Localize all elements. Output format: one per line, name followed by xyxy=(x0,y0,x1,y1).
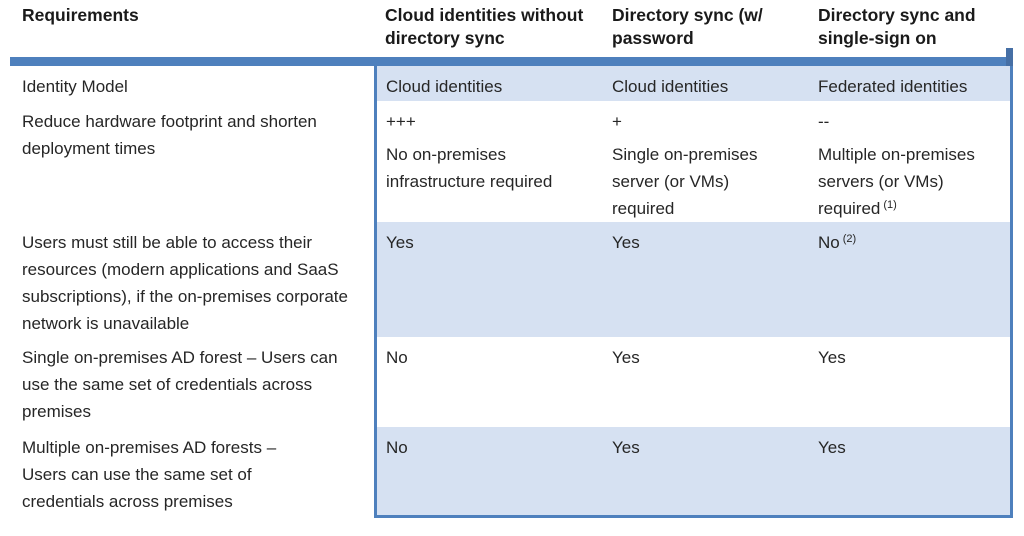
cell-hardware-col3: -- Multiple on-premises servers (or VMs)… xyxy=(808,101,1010,222)
table-body: Identity Model Reduce hardware footprint… xyxy=(10,66,1013,518)
header-divider-bar xyxy=(10,57,1013,66)
cell-hardware-col1-text: No on-premises infrastructure required xyxy=(386,145,553,191)
cell-offline-col3-text: No xyxy=(818,233,840,252)
requirement-hardware-footprint: Reduce hardware footprint and shorten de… xyxy=(22,112,317,158)
cell-single-forest-col3: Yes xyxy=(818,348,846,367)
cell-hardware-col2: + Single on-premises server (or VMs) req… xyxy=(602,101,808,222)
cell-offline-col1: Yes xyxy=(386,233,414,252)
header-requirements: Requirements xyxy=(22,5,139,25)
row-multiple-forests: No Yes Yes xyxy=(377,427,1010,515)
cell-identity-model-col1: Cloud identities xyxy=(386,77,503,96)
footnote-2-marker: (2) xyxy=(842,233,857,245)
row-single-forest: No Yes Yes xyxy=(377,337,1010,427)
row-hardware-footprint: +++ No on-premises infrastructure requir… xyxy=(377,101,1010,222)
cell-single-forest-col2: Yes xyxy=(612,348,640,367)
cell-identity-model-col3: Federated identities xyxy=(818,77,968,96)
rating-plus3: +++ xyxy=(386,112,416,131)
cell-offline-col3: No(2) xyxy=(808,222,1010,337)
cell-hardware-col3-text: Multiple on-premises servers (or VMs) re… xyxy=(818,141,996,225)
cell-multiple-forests-col3: Yes xyxy=(818,438,846,457)
cell-hardware-col2-text: Single on-premises server (or VMs) requi… xyxy=(612,145,758,218)
comparison-table: Requirements Cloud identities without di… xyxy=(10,0,1013,518)
header-directory-sync-sso: Directory sync and single-sign on xyxy=(818,5,976,48)
row-identity-model: Cloud identities Cloud identities Federa… xyxy=(377,66,1010,101)
requirements-column: Identity Model Reduce hardware footprint… xyxy=(10,66,374,518)
cell-hardware-col1: +++ No on-premises infrastructure requir… xyxy=(377,101,602,222)
requirement-single-forest: Single on-premises AD forest – Users can… xyxy=(22,348,338,421)
table-header-row: Requirements Cloud identities without di… xyxy=(10,0,1013,57)
cell-multiple-forests-col1: No xyxy=(386,438,408,457)
footnote-1-marker: (1) xyxy=(883,199,897,211)
header-cloud-identities: Cloud identities without directory sync xyxy=(385,5,584,48)
requirement-identity-model: Identity Model xyxy=(22,77,128,96)
requirement-multiple-forests-text: Multiple on-premises AD forests – Users … xyxy=(22,438,277,511)
rating-plus1: + xyxy=(612,112,622,131)
cell-offline-col2: Yes xyxy=(612,233,640,252)
cell-hardware-col3-body: Multiple on-premises servers (or VMs) re… xyxy=(818,145,975,218)
requirement-offline-access: Users must still be able to access their… xyxy=(22,233,348,333)
cell-multiple-forests-col2: Yes xyxy=(612,438,640,457)
cell-identity-model-col2: Cloud identities xyxy=(612,77,729,96)
cell-single-forest-col1: No xyxy=(386,348,408,367)
row-offline-access: Yes Yes No(2) xyxy=(377,222,1010,337)
border-corner-cap xyxy=(1006,48,1013,66)
header-directory-sync-password: Directory sync (w/ password xyxy=(612,5,763,48)
requirement-multiple-forests: Multiple on-premises AD forests – Users … xyxy=(10,427,374,515)
rating-minus2: -- xyxy=(818,112,830,131)
data-columns-box: Cloud identities Cloud identities Federa… xyxy=(374,66,1013,518)
